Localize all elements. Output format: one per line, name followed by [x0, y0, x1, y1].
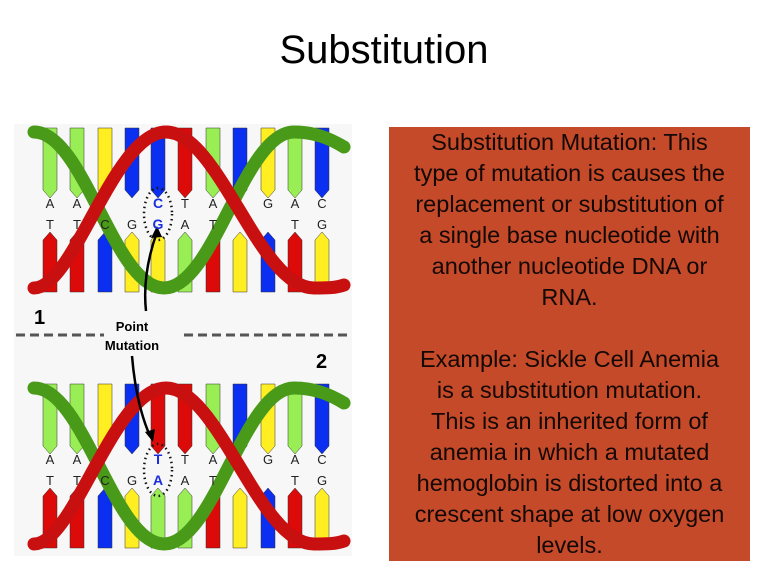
red-backbone-strand	[27, 381, 351, 551]
base-letter: A	[291, 196, 300, 211]
base-letter: C	[153, 195, 163, 211]
label-backdrop	[104, 314, 184, 358]
example-line: Example: Sickle Cell Anemia	[419, 346, 720, 372]
arrow-to-mutation-2	[130, 355, 152, 437]
base-letter: T	[209, 473, 217, 488]
arrowhead-2	[145, 429, 155, 442]
base-letter: T	[46, 217, 54, 232]
base-letter: A	[153, 472, 163, 488]
description-line: replacement or substitution of	[415, 191, 724, 217]
base-G	[232, 487, 248, 549]
base-letter: A	[181, 217, 190, 232]
explanation-box: Substitution Mutation: This type of mutat…	[389, 127, 750, 561]
mutation-highlight-ellipse	[142, 186, 174, 242]
base-letter: T	[291, 473, 299, 488]
base-letter: A	[181, 473, 190, 488]
mutation-highlight-ellipse	[142, 442, 174, 498]
base-letter: G	[127, 473, 137, 488]
green-backbone-strand	[27, 125, 351, 295]
base-letter: T	[181, 452, 189, 467]
base-C	[314, 383, 330, 455]
base-letter: T	[291, 217, 299, 232]
base-letter: A	[73, 452, 82, 467]
description-line: type of mutation is causes the	[414, 160, 725, 186]
example-line: crescent shape at low oxygen	[414, 501, 725, 527]
panel-label-1: 1	[34, 307, 45, 329]
base-letter: T	[154, 451, 163, 467]
slide-title: Substitution	[279, 28, 489, 72]
base-letter: A	[291, 452, 300, 467]
example-line: anemia in which a mutated	[429, 439, 710, 465]
base-letter: A	[46, 196, 55, 211]
panel-label-2: 2	[316, 351, 327, 373]
description-line: Substitution Mutation: This	[431, 129, 708, 155]
base-letter: T	[73, 217, 81, 232]
base-letter: G	[153, 216, 164, 232]
base-letter: G	[317, 473, 327, 488]
description-line: another nucleotide DNA or	[431, 253, 708, 279]
base-letter: T	[181, 196, 189, 211]
green-backbone-strand	[27, 381, 351, 551]
point-mutation-label-line1: Point	[116, 319, 149, 334]
base-C	[314, 127, 330, 199]
description-line: RNA.	[541, 284, 598, 310]
example-line: This is an inherited form of	[431, 408, 708, 434]
base-letter: G	[263, 452, 273, 467]
base-letter: T	[209, 217, 217, 232]
base-letter: G	[127, 217, 137, 232]
base-letter: T	[46, 473, 54, 488]
red-backbone-strand	[27, 125, 351, 295]
base-letter: A	[209, 452, 218, 467]
example-line: hemoglobin is distorted into a	[416, 470, 723, 496]
base-letter: G	[317, 217, 327, 232]
base-G	[232, 231, 248, 293]
example-text: Example: Sickle Cell Anemia is a substitu…	[389, 344, 750, 561]
base-letter: A	[209, 196, 218, 211]
base-letter: G	[263, 196, 273, 211]
arrow-to-mutation-1	[143, 231, 159, 312]
example-line: is a substitution mutation.	[436, 377, 703, 403]
base-letter: C	[317, 196, 326, 211]
dna-panel-1	[27, 125, 351, 295]
base-letter: T	[73, 473, 81, 488]
base-letter: A	[46, 452, 55, 467]
point-mutation-label-line2: Mutation	[105, 338, 159, 353]
base-letter: C	[100, 217, 109, 232]
arrowhead-1	[151, 226, 162, 238]
dna-panel-2	[27, 381, 351, 551]
description-text: Substitution Mutation: This type of mutat…	[389, 127, 750, 313]
base-letter: C	[100, 473, 109, 488]
description-line: a single base nucleotide with	[419, 222, 720, 248]
base-letter: C	[317, 452, 326, 467]
base-letter: A	[73, 196, 82, 211]
example-line: levels.	[536, 532, 603, 558]
